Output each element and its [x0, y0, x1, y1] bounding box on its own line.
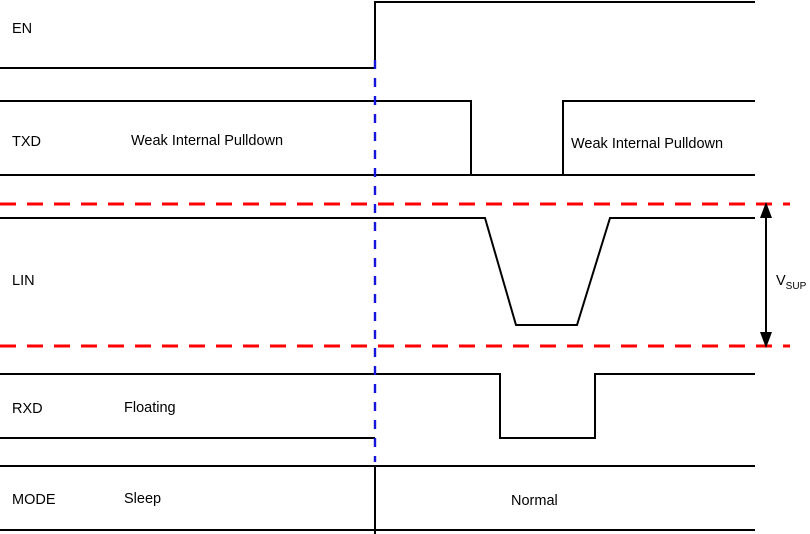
signal-label-en: EN [12, 21, 32, 37]
waveform-en [0, 1, 755, 69]
signal-label-rxd: RXD [12, 401, 43, 417]
txd-annotation-right: Weak Internal Pulldown [571, 136, 723, 152]
signal-group-en [0, 1, 755, 69]
annotation-texts-group: Weak Internal Pulldown Weak Internal Pul… [124, 133, 723, 509]
signal-labels-group: EN TXD LIN RXD MODE [12, 21, 56, 508]
vsup-label: VSUP [776, 273, 807, 292]
vsup-arrowhead-up [760, 202, 772, 218]
signal-group-rxd [0, 373, 755, 439]
signal-label-lin: LIN [12, 273, 35, 289]
waveform-lin [0, 217, 755, 326]
waveform-rxd [0, 373, 755, 439]
waveform-mode [0, 465, 755, 534]
txd-annotation-left: Weak Internal Pulldown [131, 133, 283, 149]
signal-group-lin [0, 217, 755, 326]
signal-group-mode [0, 465, 755, 534]
vsup-label-main: V [776, 273, 786, 289]
signal-label-txd: TXD [12, 134, 41, 150]
mode-annotation-sleep: Sleep [124, 491, 161, 507]
vsup-arrowhead-down [760, 332, 772, 348]
signal-label-mode: MODE [12, 492, 56, 508]
mode-annotation-normal: Normal [511, 493, 558, 509]
vsup-annotation-group: VSUP [760, 202, 807, 348]
signal-group-txd [0, 100, 755, 176]
vsup-label-subscript: SUP [786, 281, 807, 292]
reference-levels-group [0, 202, 790, 348]
rxd-annotation-floating: Floating [124, 400, 176, 416]
